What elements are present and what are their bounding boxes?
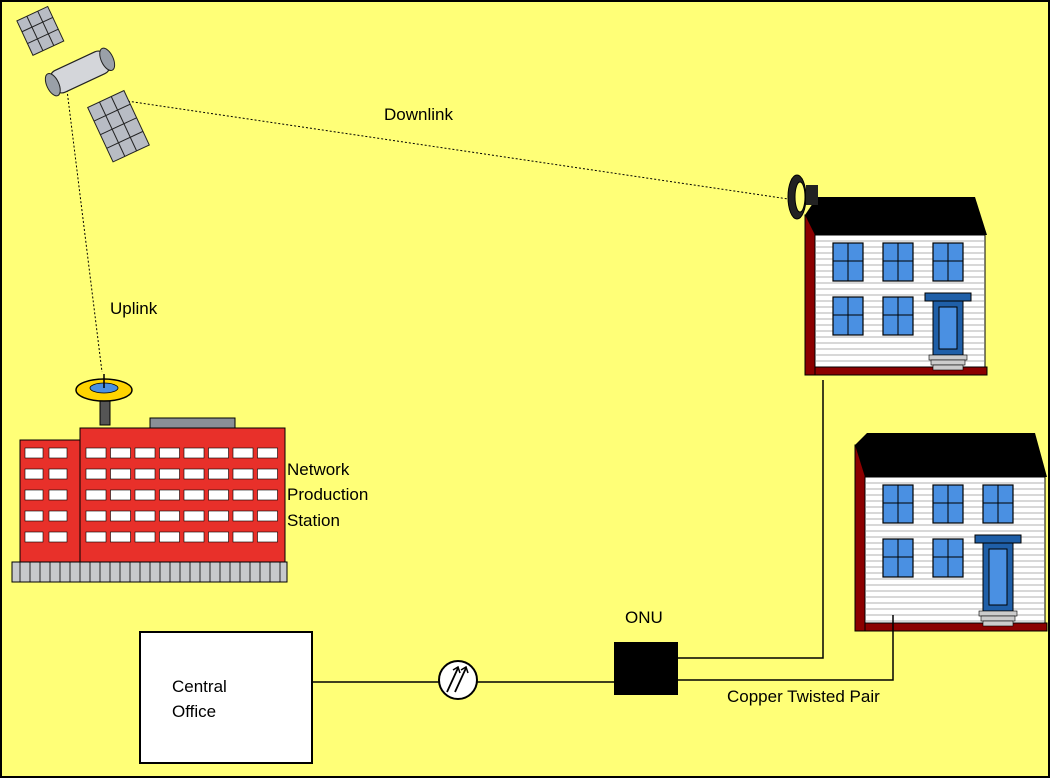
house-2-icon [855, 433, 1047, 631]
house-1-icon [805, 197, 987, 375]
station-label-line2: Production [287, 484, 368, 506]
central-office-label-line1: Central [172, 676, 227, 698]
copper-twisted-pair-label: Copper Twisted Pair [727, 686, 880, 708]
uplink-label: Uplink [110, 298, 157, 320]
onu-box [614, 642, 678, 695]
station-label-line1: Network [287, 459, 349, 481]
onu-label: ONU [625, 607, 663, 629]
station-label-line3: Station [287, 510, 340, 532]
optical-amplifier-icon [439, 661, 477, 699]
production-station-icon [12, 418, 287, 582]
downlink-label: Downlink [384, 104, 453, 126]
central-office-label-line2: Office [172, 701, 216, 723]
